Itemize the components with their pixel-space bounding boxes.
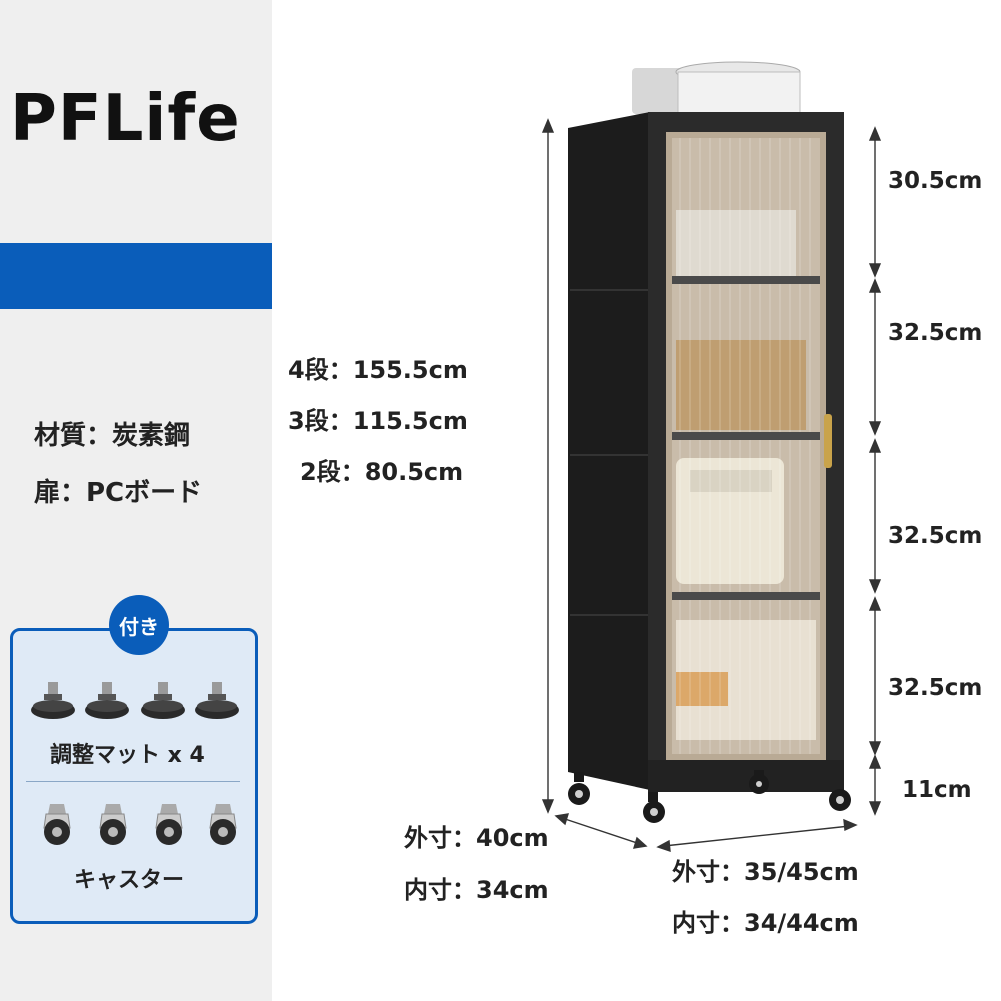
height-tier3: 3段：115.5cm	[288, 407, 468, 435]
shelf	[672, 432, 820, 440]
accessories-divider	[26, 781, 240, 782]
width-outer: 外寸：35/45cm	[672, 858, 859, 886]
adjustable-foot-icon	[141, 682, 185, 719]
depth-inner: 内寸：34cm	[404, 876, 549, 904]
casters-label: キャスター	[74, 868, 185, 893]
section-height-2: 32.5cm	[888, 320, 983, 346]
top-container-icon	[632, 68, 692, 114]
height-tier4: 4段：155.5cm	[288, 356, 468, 384]
spec-door: 扉：PCボード	[34, 478, 203, 508]
adjustable-foot-icon	[31, 682, 75, 719]
section-height-4: 32.5cm	[888, 675, 983, 701]
cabinet-side-panel	[568, 112, 650, 790]
brand-logo: PFLife	[10, 82, 241, 156]
width-inner: 内寸：34/44cm	[672, 909, 859, 937]
spec-material: 材質：炭素鋼	[34, 421, 191, 451]
shelf	[672, 276, 820, 284]
section-height-3: 32.5cm	[888, 523, 983, 549]
caster-wheel-icon	[209, 804, 237, 845]
accessories-badge: 付き	[109, 595, 169, 655]
top-basin-icon	[677, 71, 801, 115]
section-height-5: 11cm	[902, 777, 972, 803]
adjustable-foot-icon	[85, 682, 129, 719]
depth-outer: 外寸：40cm	[404, 824, 549, 852]
accent-bar	[0, 243, 272, 309]
caster-wheel-icon	[155, 804, 183, 845]
adjustable-foot-icon	[195, 682, 239, 719]
door-handle-icon	[824, 414, 832, 468]
feet-label: 調整マット x 4	[50, 743, 205, 768]
height-tier2: 2段：80.5cm	[300, 458, 464, 486]
section-height-1: 30.5cm	[888, 168, 983, 194]
caster-wheel-icon	[43, 804, 71, 845]
shelf	[672, 592, 820, 600]
caster-wheel-icon	[99, 804, 127, 845]
